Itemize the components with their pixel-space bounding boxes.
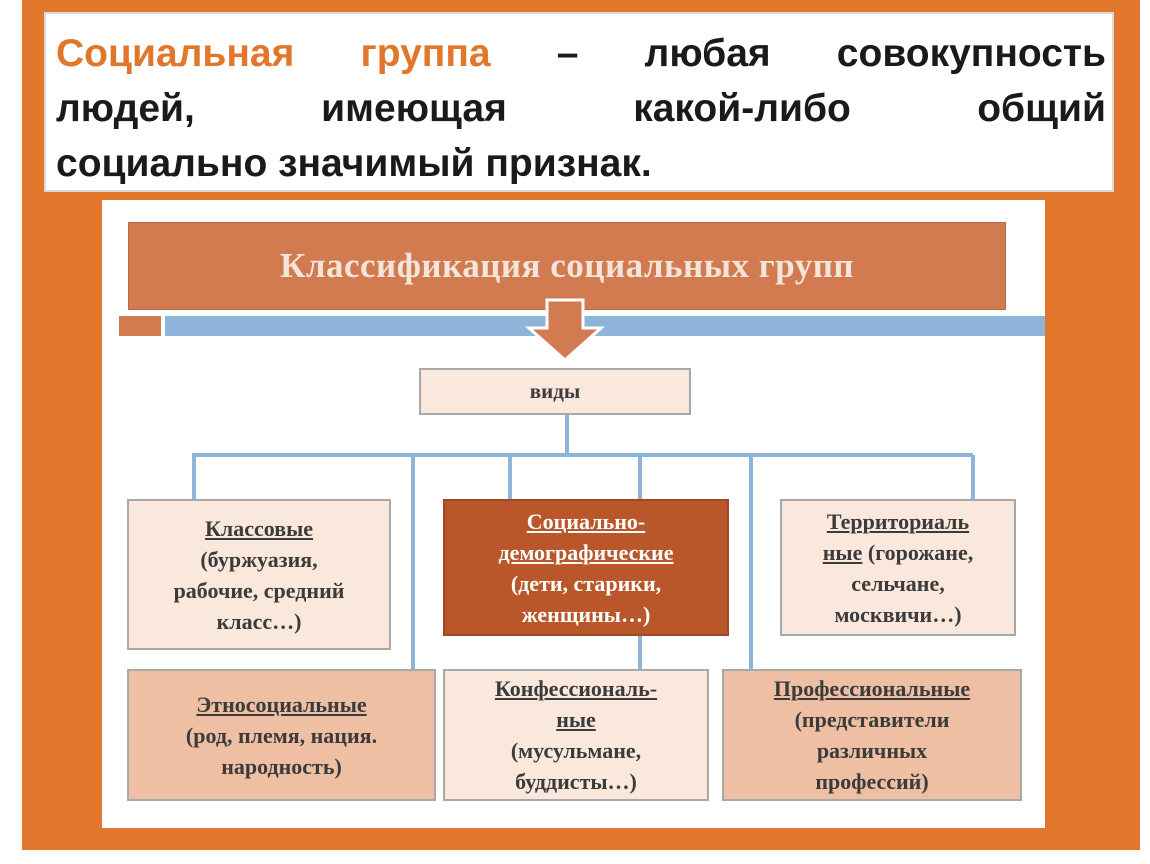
box-professional-detail-1: (представители	[794, 707, 950, 732]
connector-drop-7	[971, 455, 975, 499]
connector-drop-6	[749, 455, 753, 669]
definition-line-2: людей, имеющая какой-либо общий	[56, 87, 1106, 130]
box-confessional-detail-2: буддисты…)	[515, 769, 637, 794]
definition-term: Социальная группа	[56, 32, 491, 75]
box-territorial-heading-line-2: ные (горожане,	[823, 537, 973, 568]
box-confessional-heading-2: ные	[556, 707, 596, 732]
definition-line-1-rest: – любая совокупность	[490, 32, 1106, 75]
box-confessional-heading-1: Конфессиональ-	[494, 676, 658, 701]
diagram-title: Классификация социальных групп	[279, 246, 855, 285]
connector-drop-2	[411, 455, 415, 669]
box-class-heading: Классовые	[204, 515, 314, 541]
box-territorial-detail-2: москвичи…)	[834, 601, 962, 627]
box-confessional: Конфессиональ- ные (мусульмане, буддисты…	[443, 669, 709, 801]
box-ethnosocial-heading: Этносоциальные	[196, 691, 367, 717]
box-territorial-heading-1: Территориаль	[826, 508, 970, 534]
types-box: виды	[419, 368, 691, 415]
box-territorial: Территориаль ные (горожане, сельчане, мо…	[780, 499, 1016, 636]
box-territorial-heading-tail: (горожане,	[862, 539, 974, 565]
box-ethnosocial-detail-1: (род, племя, нация.	[185, 722, 378, 748]
box-ethnosocial: Этносоциальные (род, племя, нация. народ…	[127, 669, 436, 801]
box-sociodemographic: Социально- демографические (дети, старик…	[443, 499, 729, 636]
box-class: Классовые (буржуазия, рабочие, средний к…	[127, 499, 391, 650]
connector-drop-5	[638, 636, 642, 669]
box-class-detail-3: класс…)	[216, 608, 302, 634]
box-sociodemographic-heading-2: демографические	[498, 539, 674, 565]
connector-drop-4	[638, 455, 642, 499]
box-territorial-heading-2: ные	[822, 539, 863, 565]
box-ethnosocial-detail-2: народность)	[221, 753, 342, 779]
connector-horizontal	[192, 453, 973, 457]
definition-line-1: Социальная группа – любая совокупность	[56, 32, 1106, 76]
connector-drop-1	[192, 455, 196, 501]
accent-stripe-orange	[119, 316, 161, 336]
box-class-detail-2: рабочие, средний	[173, 577, 345, 603]
diagram-title-band: Классификация социальных групп	[128, 222, 1006, 310]
box-professional-heading: Профессиональные	[773, 676, 971, 701]
types-label: виды	[529, 379, 581, 403]
box-professional-detail-2: различных	[816, 738, 928, 763]
definition-line-3: социально значимый признак.	[56, 142, 652, 185]
box-class-detail-1: (буржуазия,	[200, 546, 318, 572]
down-arrow-icon	[525, 298, 605, 363]
definition-box: Социальная группа – любая совокупность л…	[44, 12, 1114, 192]
box-sociodemographic-detail-1: (дети, старики,	[510, 570, 662, 596]
box-professional-detail-3: профессий)	[815, 769, 929, 794]
accent-stripe-blue	[165, 316, 1045, 336]
box-professional: Профессиональные (представители различны…	[722, 669, 1022, 801]
connector-drop-3	[508, 455, 512, 499]
box-confessional-detail-1: (мусульмане,	[510, 738, 642, 763]
box-territorial-detail-1: сельчане,	[851, 570, 945, 596]
box-sociodemographic-heading-1: Социально-	[526, 508, 646, 534]
connector-vertical-main	[565, 415, 569, 455]
box-sociodemographic-detail-2: женщины…)	[521, 601, 651, 627]
